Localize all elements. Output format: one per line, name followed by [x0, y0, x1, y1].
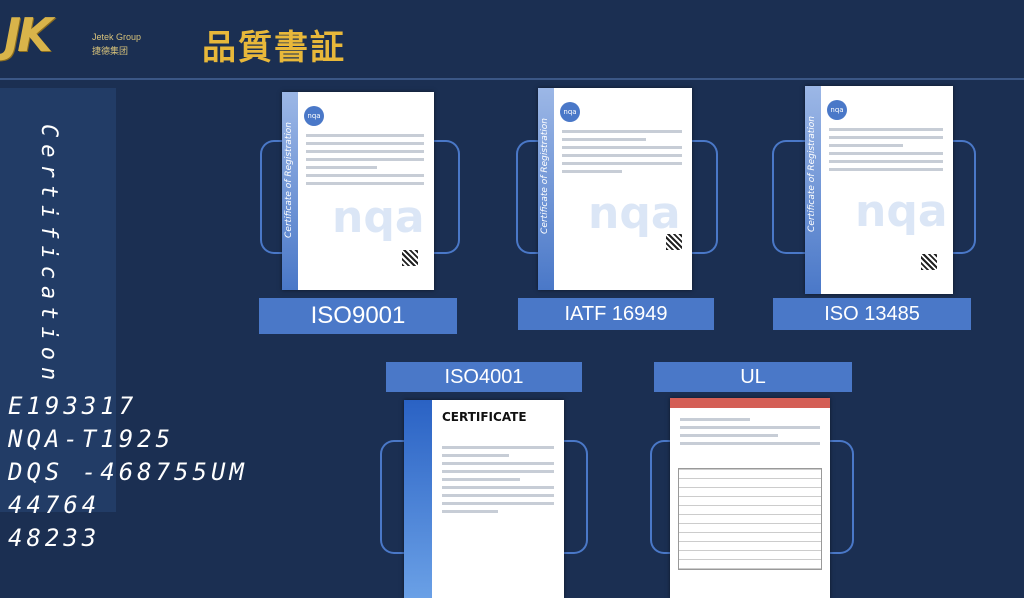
- header-bar: JK Jetek Group 捷德集团 品質書証: [0, 0, 1024, 80]
- decorative-bracket: [772, 140, 814, 254]
- decorative-bracket: [428, 140, 460, 254]
- iso13485-label: ISO 13485: [773, 298, 971, 330]
- certificate-band-text: Certificate of Registration: [540, 118, 550, 234]
- iso4001-label: ISO4001: [386, 362, 582, 392]
- decorative-bracket: [558, 440, 588, 554]
- certificate-band: [404, 400, 432, 598]
- certificate-text-lines: [680, 418, 820, 450]
- watermark: nqa: [588, 188, 681, 239]
- nqa-logo-icon: nqa: [304, 106, 324, 126]
- company-logo: JK Jetek Group 捷德集团: [4, 8, 144, 68]
- ul-listing-table: [678, 468, 822, 570]
- certificate-heading: CERTIFICATE: [442, 410, 527, 424]
- page-title: 品質書証: [202, 28, 346, 68]
- logo-mark: JK: [4, 8, 53, 62]
- ul-certificate-image: [670, 398, 830, 598]
- certificate-code: 48233: [8, 524, 101, 552]
- header-divider: [0, 78, 1024, 80]
- certificate-text-lines: [829, 128, 943, 176]
- certificate-text-lines: [442, 446, 554, 518]
- certificate-band: [282, 92, 298, 290]
- iso9001-label: ISO9001: [259, 298, 457, 334]
- watermark: nqa: [855, 186, 948, 237]
- logo-english-name: Jetek Group: [92, 32, 142, 42]
- certificate-code: 44764: [8, 491, 101, 519]
- certificate-band-text: Certificate of Registration: [807, 116, 817, 232]
- iatf16949-label: IATF 16949: [518, 298, 714, 330]
- decorative-bracket: [260, 140, 292, 254]
- decorative-bracket: [944, 140, 976, 254]
- iatf16949-certificate-image: Certificate of Registration nqa nqa: [538, 88, 692, 290]
- ul-label: UL: [654, 362, 852, 392]
- iso4001-certificate-image: CERTIFICATE: [404, 400, 564, 598]
- certificate-text-lines: [562, 130, 682, 178]
- qr-code-icon: [402, 250, 418, 266]
- certificate-band-text: Certificate of Registration: [284, 122, 294, 238]
- certificate-text-lines: [306, 134, 424, 190]
- iso13485-certificate-image: Certificate of Registration nqa nqa: [805, 86, 953, 294]
- iso9001-certificate-image: Certificate of Registration nqa nqa: [282, 92, 434, 290]
- qr-code-icon: [921, 254, 937, 270]
- qr-code-icon: [666, 234, 682, 250]
- decorative-bracket: [380, 440, 410, 554]
- certificate-band: [805, 86, 821, 294]
- ul-header-band: [670, 398, 830, 408]
- nqa-logo-icon: nqa: [827, 100, 847, 120]
- certificate-code: E193317: [8, 392, 138, 420]
- certificate-band: [538, 88, 554, 290]
- decorative-bracket: [686, 140, 718, 254]
- decorative-bracket: [516, 140, 548, 254]
- nqa-logo-icon: nqa: [560, 102, 580, 122]
- watermark: nqa: [332, 192, 425, 243]
- logo-chinese-name: 捷德集团: [92, 46, 129, 56]
- left-panel: [0, 88, 116, 512]
- certificate-code: DQS -468755UM: [8, 458, 248, 486]
- certificate-codes-list: E193317 NQA-T1925 DQS -468755UM 44764 48…: [8, 390, 248, 555]
- decorative-bracket: [824, 440, 854, 554]
- certification-vertical-label: Certification: [36, 124, 61, 388]
- certificate-code: NQA-T1925: [8, 425, 175, 453]
- decorative-bracket: [650, 440, 680, 554]
